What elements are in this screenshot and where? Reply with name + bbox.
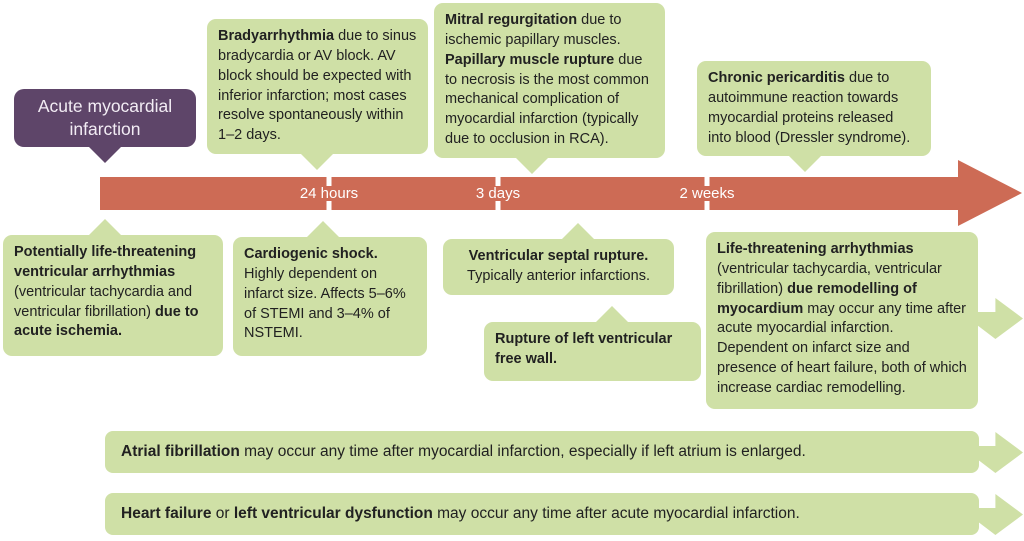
callout-text: Cardiogenic shock. Highly dependent on i… bbox=[244, 246, 406, 342]
chevron-arrow-icon bbox=[977, 298, 1023, 339]
callout-bradyarrhythmia: Bradyarrhythmia due to sinus bradycardia… bbox=[207, 19, 428, 171]
callout-arrhythmias-remodelling: Life-threatening arrhythmias (ventricula… bbox=[706, 232, 978, 409]
timeline-arrowhead-icon bbox=[958, 160, 1022, 226]
timeline-label-24h: 24 hours bbox=[299, 185, 359, 202]
callout-text: Mitral regurgitation due to ischemic pap… bbox=[445, 12, 649, 148]
callout-text: Life-threatening arrhythmias (ventricula… bbox=[717, 241, 967, 397]
acute-mi-title-box: Acute myocardial infarction bbox=[14, 89, 196, 163]
timeline-tick-3d bbox=[495, 177, 501, 210]
callout-text: Chronic pericarditis due to autoimmune r… bbox=[708, 70, 911, 146]
callout-mitral-regurgitation: Mitral regurgitation due to ischemic pap… bbox=[434, 3, 665, 175]
timeline-bar: 24 hours 3 days 2 weeks bbox=[100, 177, 958, 210]
callout-chronic-pericarditis: Chronic pericarditis due to autoimmune r… bbox=[697, 61, 931, 173]
callout-text: Bradyarrhythmia due to sinus bradycardia… bbox=[218, 28, 417, 144]
timeline-tick-24h bbox=[326, 177, 332, 210]
pointer-tail-icon bbox=[306, 221, 340, 238]
callout-text: Ventricular septal rupture. Typically an… bbox=[467, 248, 650, 284]
bar-atrial-fibrillation: Atrial fibrillation may occur any time a… bbox=[105, 431, 979, 473]
pointer-tail-icon bbox=[88, 219, 122, 236]
callout-ventricular-septal-rupture: Ventricular septal rupture. Typically an… bbox=[443, 223, 674, 295]
chevron-arrow-icon bbox=[977, 494, 1023, 535]
bar-text: Atrial fibrillation may occur any time a… bbox=[121, 443, 806, 460]
pointer-tail-icon bbox=[88, 146, 122, 163]
callout-text: Potentially life-threatening ventricular… bbox=[14, 244, 199, 340]
timeline-tick-2w bbox=[704, 177, 710, 210]
pointer-tail-icon bbox=[595, 306, 629, 323]
callout-text: Rupture of left ventricular free wall. bbox=[495, 331, 673, 367]
bar-heart-failure: Heart failure or left ventricular dysfun… bbox=[105, 493, 979, 535]
bar-text: Heart failure or left ventricular dysfun… bbox=[121, 505, 800, 522]
timeline-label-2w: 2 weeks bbox=[679, 185, 735, 202]
pointer-tail-icon bbox=[300, 153, 334, 171]
callout-cardiogenic-shock: Cardiogenic shock. Highly dependent on i… bbox=[233, 221, 427, 356]
pointer-tail-icon bbox=[515, 157, 549, 175]
pointer-tail-icon bbox=[788, 155, 822, 173]
acute-mi-title-label: Acute myocardial infarction bbox=[37, 96, 173, 139]
callout-free-wall-rupture: Rupture of left ventricular free wall. bbox=[484, 306, 701, 381]
chevron-arrow-icon bbox=[977, 432, 1023, 473]
callout-ventricular-arrhythmias-acute: Potentially life-threatening ventricular… bbox=[3, 219, 223, 356]
timeline-label-3d: 3 days bbox=[475, 185, 521, 202]
pointer-tail-icon bbox=[561, 223, 595, 240]
